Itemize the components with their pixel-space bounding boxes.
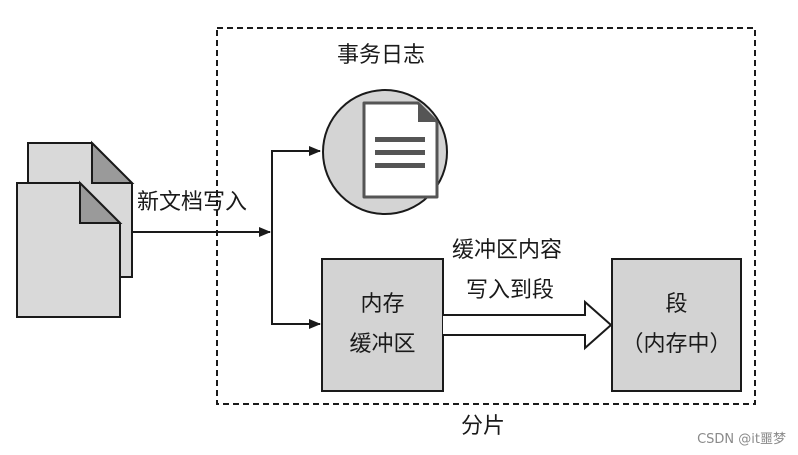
transaction-log-icon [322,89,448,215]
segment-label-line2: （内存中） [621,332,732,357]
transaction-log-label: 事务日志 [337,43,426,68]
segment-label-line1: 段 [665,292,688,317]
segment-box [611,258,742,392]
document-front-icon [16,180,123,318]
shard-boundary [216,27,756,405]
buffer-write-label-line2: 写入到段 [466,278,555,303]
memory-buffer-label-line2: 缓冲区 [349,332,416,357]
watermark-text: CSDN @it噩梦 [697,432,786,447]
memory-buffer-label-line1: 内存 [360,292,405,317]
new-doc-write-label: 新文档写入 [137,190,248,215]
flush-arrow [443,299,613,351]
buffer-write-label-line1: 缓冲区内容 [452,238,563,263]
shard-label: 分片 [461,414,506,439]
memory-buffer-box [321,258,444,392]
